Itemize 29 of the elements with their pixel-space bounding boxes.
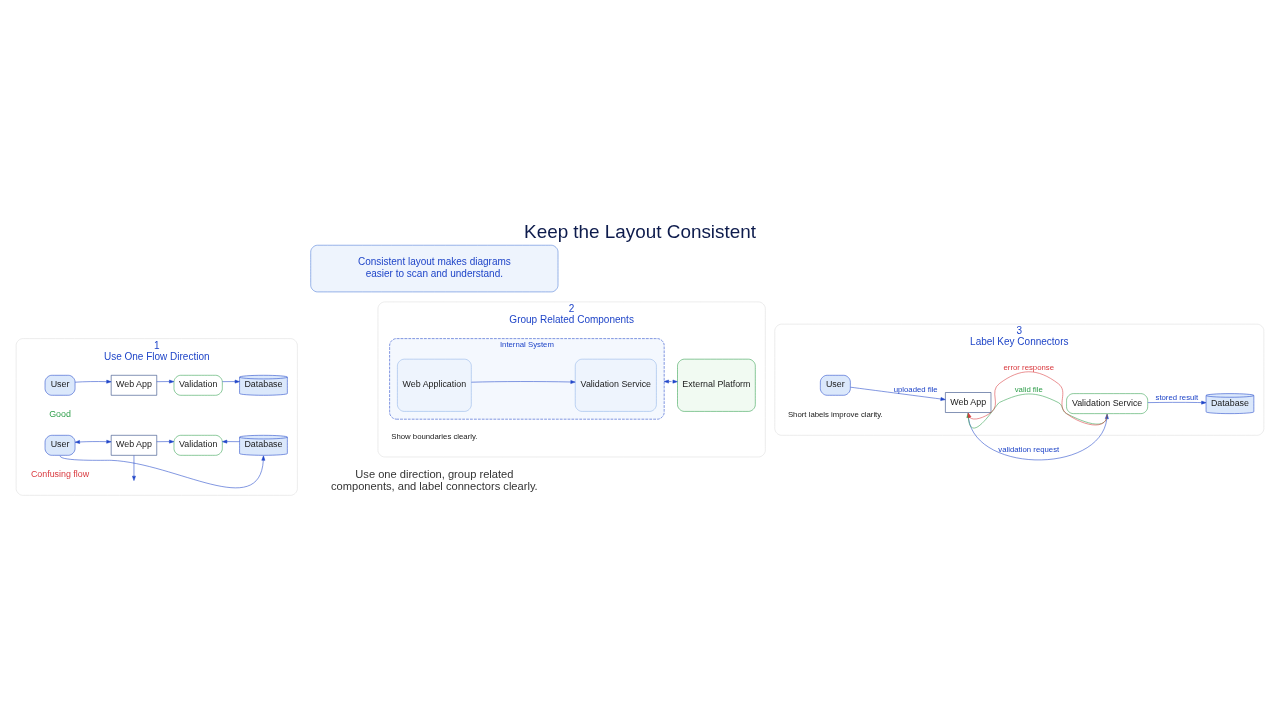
arrow (74, 439, 112, 444)
node-box: User (44, 435, 76, 456)
node-box: External Platform (677, 358, 756, 412)
node-box: Consistent layout makes diagrams easier to scan and understand. (310, 244, 559, 293)
node-box: Web App (945, 392, 992, 413)
arrow (156, 439, 175, 444)
node-box: Validation (173, 375, 223, 396)
node-text: Good (49, 409, 71, 420)
node-box: Web App (110, 375, 158, 396)
arrow (132, 455, 136, 481)
label: Use one direction, group related components, and label connectors clearly. (331, 468, 538, 493)
arrow (850, 386, 946, 401)
arrow (74, 379, 112, 384)
node-box: User (44, 375, 76, 396)
arrow (222, 379, 240, 384)
node-box: Validation Service (1066, 393, 1148, 414)
arrow (1147, 400, 1207, 405)
arrow (156, 379, 175, 384)
node-text: Confusing flow (30, 469, 90, 480)
diagram-title: Keep the Layout Consistent (524, 220, 756, 242)
arrow (59, 455, 266, 489)
arrow (222, 439, 240, 444)
arrow (663, 379, 678, 384)
node-box: Web App (110, 435, 158, 456)
node-box: Validation (173, 435, 223, 456)
node-box: Web Application (397, 358, 472, 412)
node-box: Validation Service (574, 358, 657, 412)
node-box: User (820, 375, 851, 396)
arrow (471, 380, 576, 384)
